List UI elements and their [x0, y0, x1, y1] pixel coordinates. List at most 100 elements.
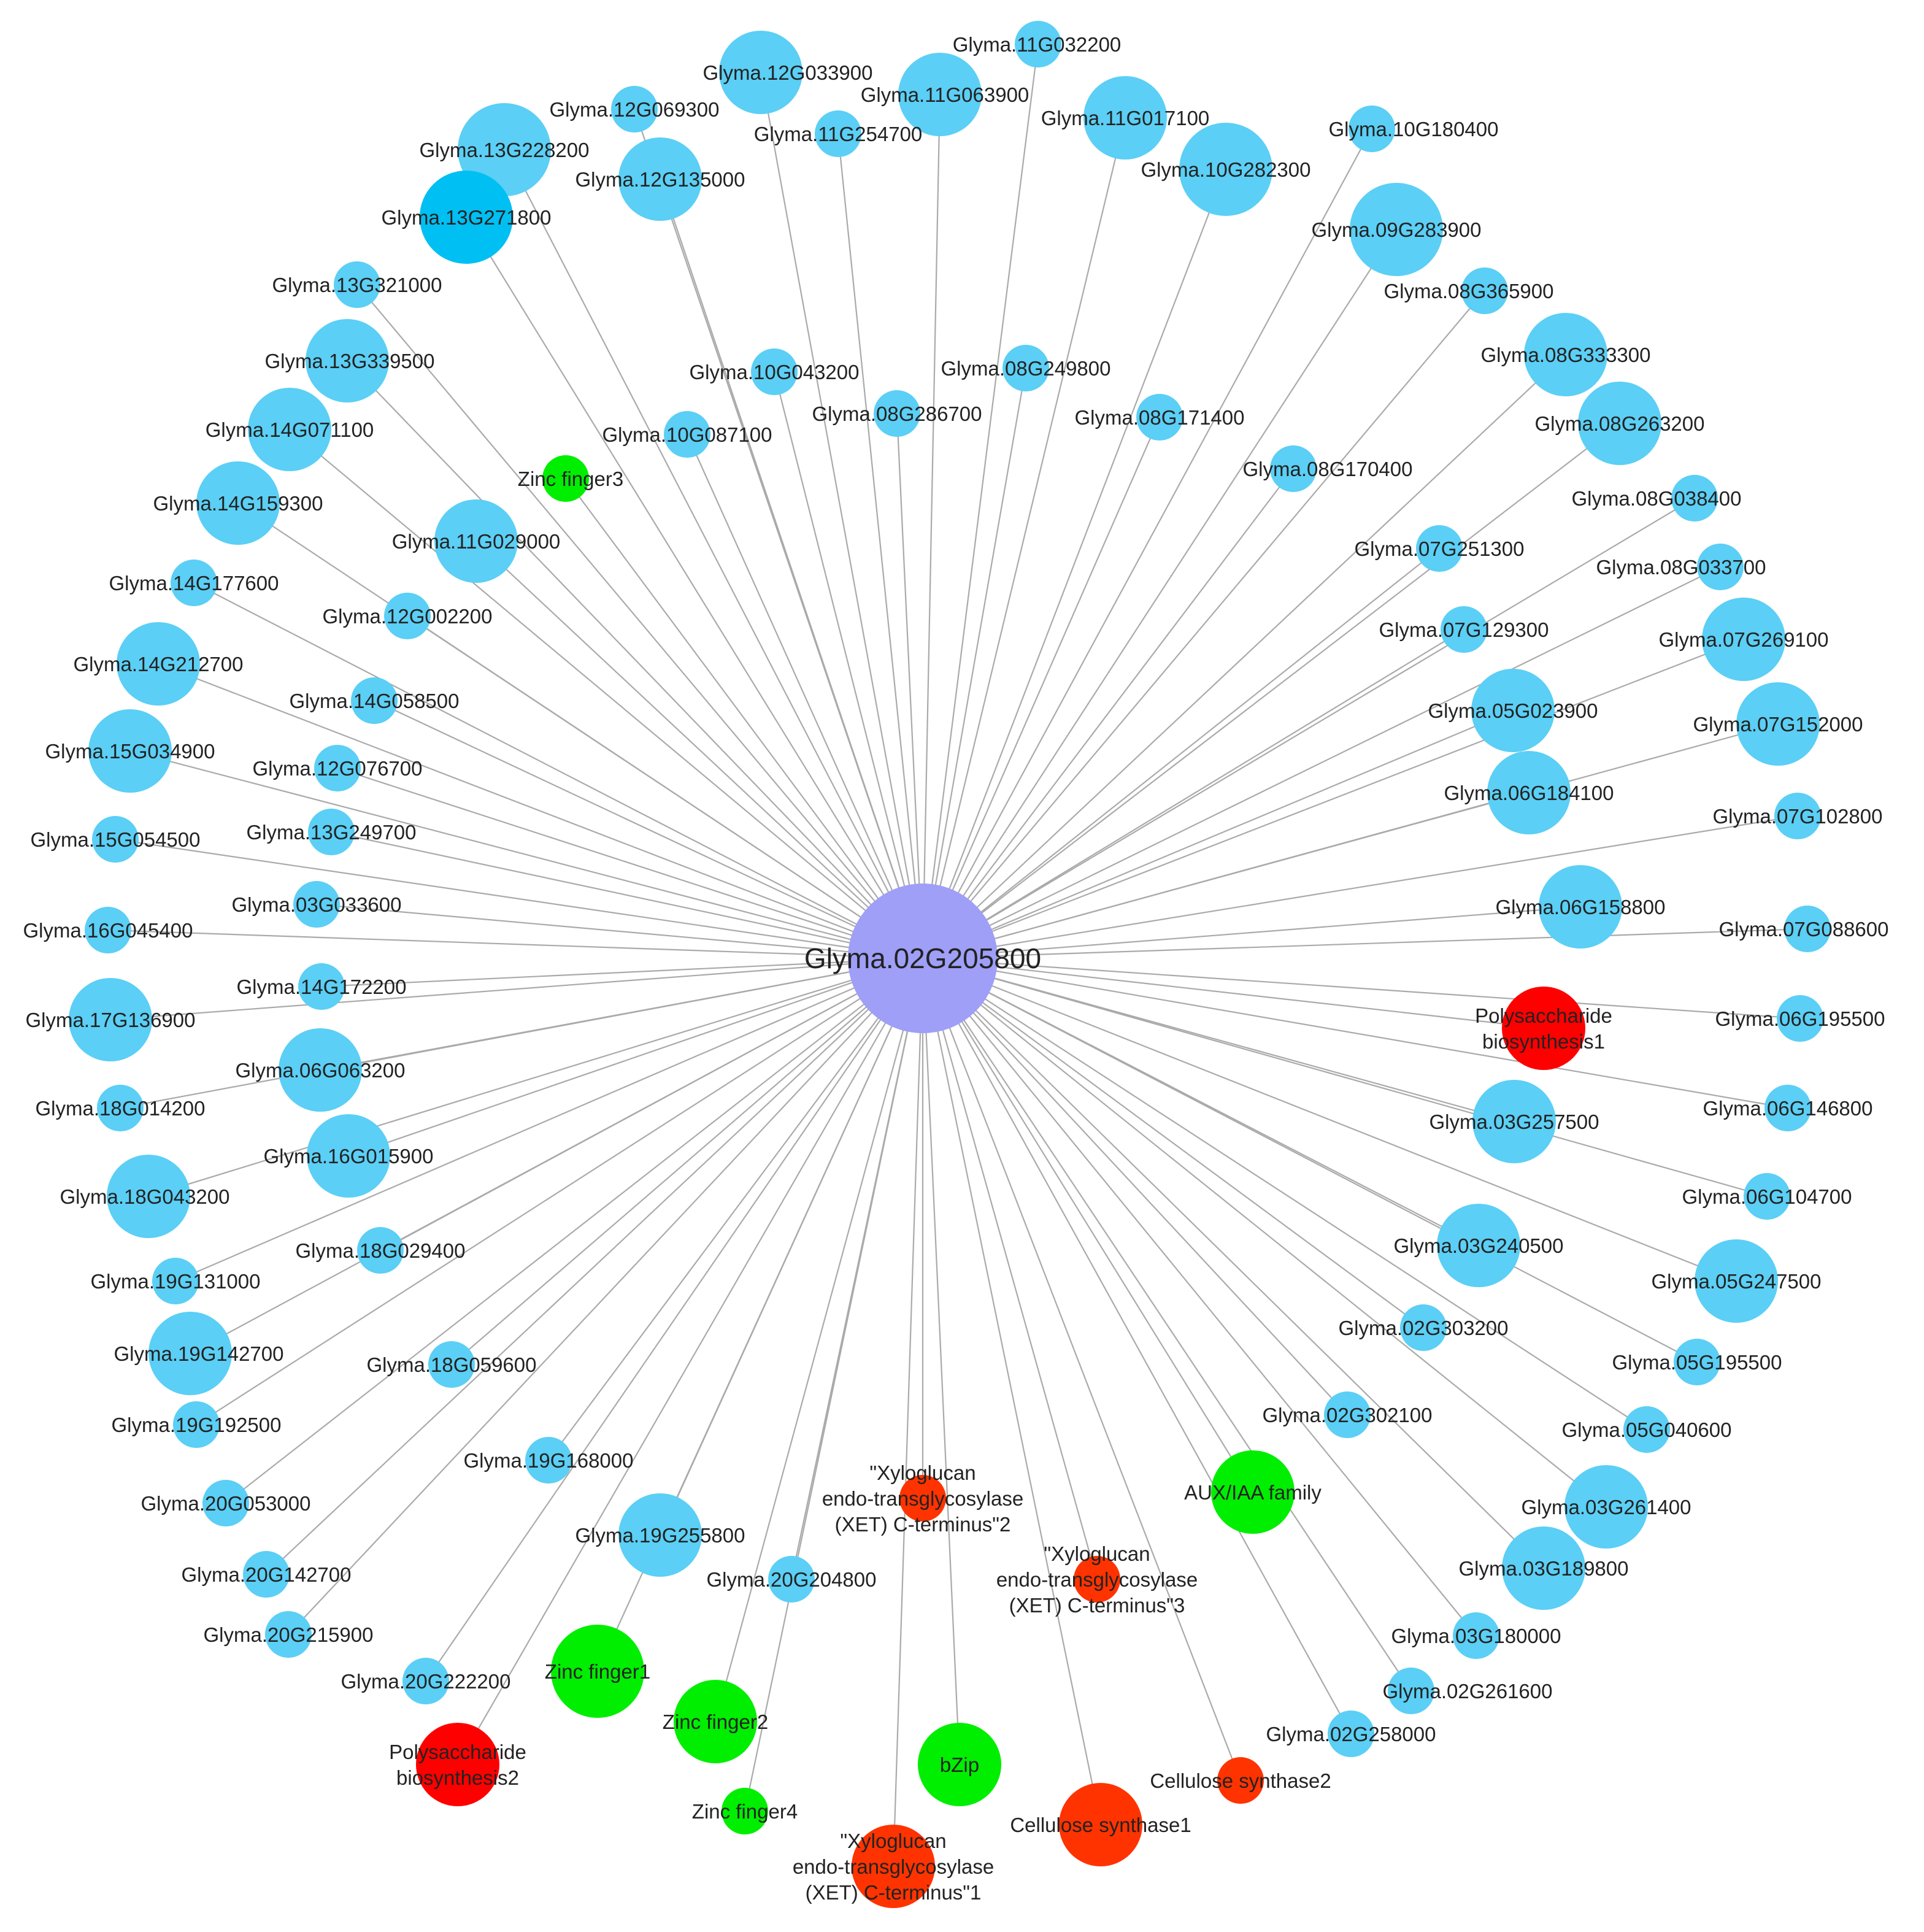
node-63[interactable]: Glyma.05G247500 — [1651, 1239, 1822, 1323]
node-41[interactable]: Glyma.06G184100 — [1444, 751, 1614, 834]
node-32[interactable]: Glyma.12G002200 — [322, 593, 493, 639]
node-89-circle[interactable] — [918, 1723, 1001, 1806]
node-27[interactable]: Glyma.08G038400 — [1571, 475, 1742, 521]
node-37[interactable]: Glyma.05G023900 — [1428, 669, 1598, 752]
node-09[interactable]: Glyma.12G135000 — [575, 137, 745, 221]
node-71[interactable]: Glyma.19G168000 — [463, 1437, 634, 1484]
node-43[interactable]: Glyma.15G054500 — [30, 816, 201, 863]
node-74-circle[interactable] — [202, 1480, 249, 1526]
node-22[interactable]: Glyma.10G087100 — [602, 411, 772, 458]
node-80[interactable]: Glyma.03G189800 — [1458, 1526, 1629, 1610]
node-67[interactable]: Glyma.18G059600 — [366, 1341, 537, 1388]
node-57-circle[interactable] — [307, 1114, 390, 1198]
node-61-circle[interactable] — [1437, 1204, 1520, 1287]
node-31[interactable]: Glyma.08G033700 — [1596, 544, 1766, 590]
node-28[interactable]: Glyma.11G029000 — [392, 499, 561, 583]
node-53[interactable]: Glyma.06G063200 — [235, 1028, 406, 1112]
node-12-circle[interactable] — [1350, 183, 1443, 276]
node-33-circle[interactable] — [1441, 606, 1487, 653]
node-18-circle[interactable] — [1524, 313, 1607, 396]
node-87-circle[interactable] — [416, 1723, 499, 1806]
node-68[interactable]: Glyma.02G302100 — [1262, 1391, 1433, 1438]
node-46-circle[interactable] — [1539, 865, 1622, 949]
node-59[interactable]: Glyma.06G104700 — [1682, 1173, 1852, 1220]
node-84[interactable]: Glyma.20G222200 — [341, 1658, 511, 1704]
node-21[interactable]: Glyma.08G171400 — [1074, 394, 1245, 441]
node-16[interactable]: Glyma.10G043200 — [689, 348, 860, 395]
node-30-circle[interactable] — [171, 560, 217, 606]
node-40-circle[interactable] — [314, 745, 361, 791]
node-86-circle[interactable] — [674, 1680, 757, 1763]
node-10[interactable]: Glyma.10G282300 — [1141, 123, 1311, 216]
node-58[interactable]: Glyma.18G043200 — [60, 1155, 230, 1238]
node-01-circle[interactable] — [1015, 21, 1061, 67]
hub-node[interactable]: Glyma.02G205800 — [804, 883, 1041, 1033]
node-66[interactable]: Glyma.05G195500 — [1612, 1339, 1782, 1385]
node-30[interactable]: Glyma.14G177600 — [109, 560, 279, 606]
node-38-circle[interactable] — [88, 709, 172, 793]
node-34-circle[interactable] — [1702, 598, 1785, 681]
node-84-circle[interactable] — [402, 1658, 449, 1704]
node-65[interactable]: Glyma.19G142700 — [114, 1312, 284, 1395]
node-78[interactable]: Glyma.20G142700 — [181, 1551, 352, 1598]
node-90[interactable]: Cellulose synthase2 — [1150, 1757, 1331, 1804]
node-47-circle[interactable] — [85, 907, 131, 953]
node-83-circle[interactable] — [551, 1625, 644, 1718]
node-34[interactable]: Glyma.07G269100 — [1658, 598, 1829, 681]
node-09-circle[interactable] — [618, 137, 702, 221]
node-12[interactable]: Glyma.09G283900 — [1311, 183, 1482, 276]
node-21-circle[interactable] — [1136, 394, 1183, 441]
node-28-circle[interactable] — [434, 499, 518, 583]
node-69-circle[interactable] — [173, 1401, 220, 1448]
node-48-circle[interactable] — [1784, 906, 1831, 952]
node-76-circle[interactable] — [618, 1493, 702, 1577]
node-64[interactable]: Glyma.02G303200 — [1338, 1304, 1509, 1351]
node-41-circle[interactable] — [1487, 751, 1571, 834]
node-23[interactable]: Glyma.08G263200 — [1534, 382, 1705, 465]
node-66-circle[interactable] — [1674, 1339, 1720, 1385]
node-91[interactable]: Zinc finger4 — [692, 1788, 798, 1834]
node-17[interactable]: Glyma.08G249800 — [941, 345, 1111, 391]
node-77-circle[interactable] — [1074, 1556, 1120, 1603]
node-82-circle[interactable] — [1453, 1612, 1499, 1659]
node-44[interactable]: Glyma.13G249700 — [246, 809, 417, 855]
node-90-circle[interactable] — [1217, 1757, 1264, 1804]
node-70[interactable]: Glyma.05G040600 — [1561, 1406, 1732, 1453]
node-06-circle[interactable] — [1083, 76, 1167, 160]
node-80-circle[interactable] — [1502, 1526, 1585, 1610]
node-07-circle[interactable] — [1349, 106, 1395, 152]
node-11[interactable]: Glyma.13G271800 — [381, 171, 552, 264]
node-18[interactable]: Glyma.08G333300 — [1480, 313, 1651, 396]
node-42-circle[interactable] — [1774, 793, 1821, 839]
node-35[interactable]: Glyma.14G212700 — [73, 622, 244, 706]
node-10-circle[interactable] — [1179, 123, 1272, 216]
node-45[interactable]: Glyma.03G033600 — [231, 881, 402, 928]
node-01[interactable]: Glyma.11G032200 — [953, 21, 1122, 67]
node-67-circle[interactable] — [428, 1341, 475, 1388]
node-82[interactable]: Glyma.03G180000 — [1391, 1612, 1561, 1659]
node-76[interactable]: Glyma.19G255800 — [575, 1493, 745, 1577]
node-83[interactable]: Zinc finger1 — [545, 1625, 650, 1718]
node-65-circle[interactable] — [148, 1312, 232, 1395]
node-47[interactable]: Glyma.16G045400 — [23, 907, 193, 953]
node-53-circle[interactable] — [279, 1028, 362, 1112]
node-78-circle[interactable] — [243, 1551, 290, 1598]
node-31-circle[interactable] — [1697, 544, 1744, 590]
node-19[interactable]: Glyma.14G071100 — [206, 388, 374, 471]
node-50-circle[interactable] — [1502, 987, 1585, 1070]
node-49-circle[interactable] — [298, 963, 345, 1010]
node-27-circle[interactable] — [1671, 475, 1718, 521]
node-43-circle[interactable] — [92, 816, 139, 863]
node-38[interactable]: Glyma.15G034900 — [45, 709, 215, 793]
node-59-circle[interactable] — [1744, 1173, 1790, 1220]
node-05[interactable]: Glyma.11G254700 — [754, 110, 923, 157]
node-04[interactable]: Glyma.12G069300 — [549, 86, 720, 133]
node-14-circle[interactable] — [1461, 267, 1508, 314]
node-64-circle[interactable] — [1400, 1304, 1447, 1351]
node-02-circle[interactable] — [719, 31, 802, 114]
node-75[interactable]: Glyma.03G261400 — [1521, 1465, 1691, 1549]
node-26-circle[interactable] — [196, 461, 280, 545]
node-79[interactable]: Glyma.20G204800 — [706, 1556, 877, 1603]
